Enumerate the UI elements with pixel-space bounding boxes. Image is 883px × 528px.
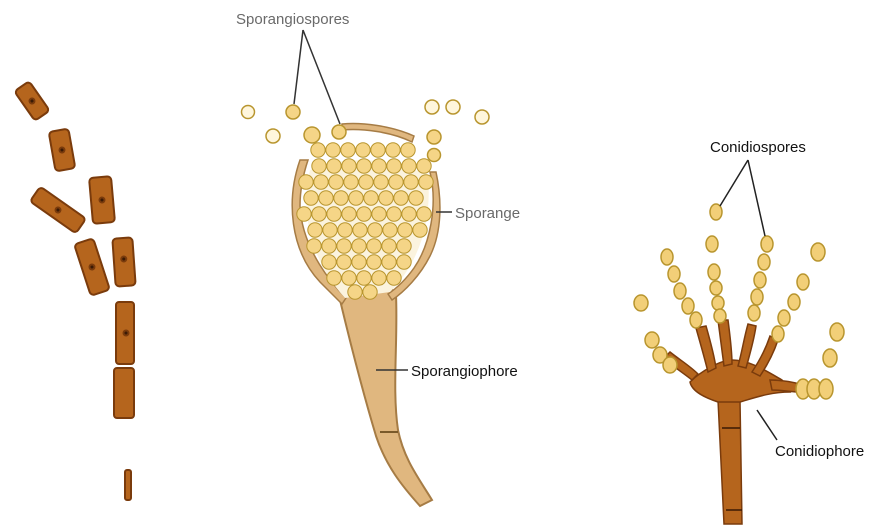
sporangiospore <box>357 207 371 221</box>
sporangiospore <box>334 191 348 205</box>
sporangiospore <box>327 271 341 285</box>
sporangiospore <box>397 239 411 253</box>
sporangiospore <box>322 255 336 269</box>
sporangiospore <box>349 191 363 205</box>
label-sporangiophore: Sporangiophore <box>411 363 518 380</box>
sporangiospore <box>297 207 311 221</box>
sporangiospore <box>401 143 415 157</box>
label-conidiospores: Conidiospores <box>710 139 806 156</box>
sporangiospore <box>342 207 356 221</box>
sporangiospore <box>311 143 325 157</box>
sporangiospore <box>323 223 337 237</box>
sporangiospore <box>394 191 408 205</box>
sporangiospore <box>304 191 318 205</box>
sporangiospore <box>372 271 386 285</box>
sporangiospore <box>353 223 367 237</box>
sporangiospore <box>352 239 366 253</box>
sporangiospore <box>404 175 418 189</box>
sporangiospore <box>367 239 381 253</box>
conidiophore-structure <box>664 320 800 524</box>
sporangiospore <box>379 191 393 205</box>
sporangiospore <box>372 159 386 173</box>
sporangiospore <box>363 285 377 299</box>
sporangiospore <box>308 223 322 237</box>
label-sporangiospores: Sporangiospores <box>236 11 349 28</box>
sporangiospore <box>387 271 401 285</box>
sporangiospore <box>314 175 328 189</box>
sporangiospore <box>342 159 356 173</box>
sporangiospore <box>322 239 336 253</box>
sporangiospore <box>382 239 396 253</box>
sporangiospore <box>417 159 431 173</box>
sporangiospore <box>312 207 326 221</box>
sporangiophore-stalk <box>340 282 432 506</box>
sporangiospore <box>372 207 386 221</box>
sporangiospore <box>329 175 343 189</box>
label-conidiophore: Conidiophore <box>775 443 864 460</box>
sporangiospore <box>398 223 412 237</box>
sporangiospore <box>368 223 382 237</box>
sporangiospore <box>342 271 356 285</box>
sporangiospore <box>371 143 385 157</box>
sporangiospore <box>387 159 401 173</box>
sporangiospore <box>348 285 362 299</box>
sporangiospore <box>338 223 352 237</box>
sporangiospore <box>337 239 351 253</box>
sporangiospore <box>383 223 397 237</box>
sporangiospore <box>417 207 431 221</box>
sporangiospore <box>312 159 326 173</box>
sporangiospore <box>299 175 313 189</box>
sporangiospore <box>307 239 321 253</box>
sporangiospore <box>327 159 341 173</box>
label-sporange: Sporange <box>455 205 520 222</box>
sporangiospore <box>367 255 381 269</box>
sporangiospore <box>387 207 401 221</box>
sporangiospore <box>359 175 373 189</box>
sporangiospore <box>402 207 416 221</box>
sporangiospore <box>389 175 403 189</box>
sporangiospore <box>382 255 396 269</box>
sporangiospore <box>357 159 371 173</box>
sporangiospore <box>397 255 411 269</box>
hyphal-fragments <box>14 81 135 500</box>
sporangiospore <box>402 159 416 173</box>
sporangium-wall-fragment <box>342 124 414 143</box>
sporangiospore <box>364 191 378 205</box>
sporangiospore <box>344 175 358 189</box>
sporangiospore <box>337 255 351 269</box>
sporangiospore <box>356 143 370 157</box>
sporangiospore <box>327 207 341 221</box>
sporangiospore <box>419 175 433 189</box>
sporangiospore <box>374 175 388 189</box>
sporangiospore <box>413 223 427 237</box>
sporangiospore <box>409 191 423 205</box>
sporangiospore <box>386 143 400 157</box>
sporangiospore <box>357 271 371 285</box>
sporangiospore <box>326 143 340 157</box>
sporangiospore <box>352 255 366 269</box>
sporangiospore <box>341 143 355 157</box>
sporangiospore <box>319 191 333 205</box>
